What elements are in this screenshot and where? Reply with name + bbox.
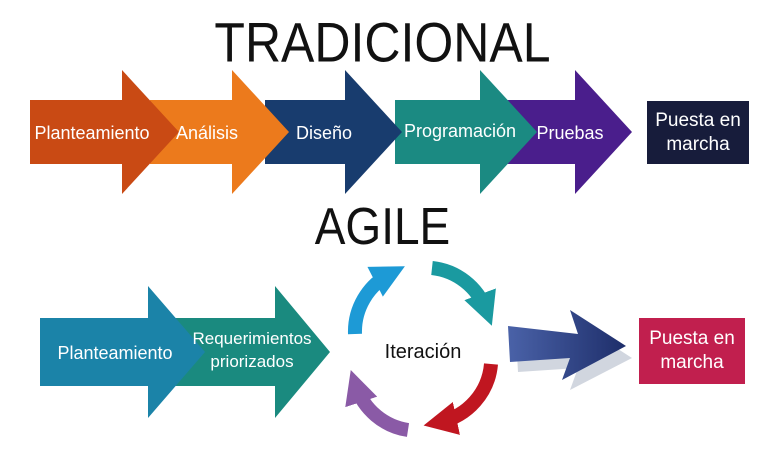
trad-step-label: Planteamiento bbox=[34, 123, 149, 143]
cycle-arc-blue bbox=[347, 266, 405, 335]
agile-final-line2: marcha bbox=[660, 352, 724, 373]
trad-arrow-5 bbox=[505, 70, 632, 194]
agile-title: AGILE bbox=[314, 197, 451, 256]
trad-final-box: Puesta en marcha bbox=[647, 101, 749, 164]
iteration-cycle: Iteración bbox=[345, 261, 498, 437]
trad-final-line1: Puesta en bbox=[655, 109, 741, 131]
agile-arrow-1 bbox=[40, 286, 205, 418]
traditional-flow: Planteamiento Análisis Diseño Programaci… bbox=[30, 70, 632, 194]
trad-step-label: Programación bbox=[404, 121, 516, 141]
agile-final-line1: Puesta en bbox=[649, 328, 735, 349]
traditional-title: TRADICIONAL bbox=[214, 11, 551, 74]
trad-arrow-3 bbox=[265, 70, 402, 194]
cycle-arc-teal bbox=[430, 261, 496, 326]
agile-step-label: Requerimientos bbox=[192, 329, 311, 348]
agile-step-label: priorizados bbox=[210, 352, 293, 371]
agile-flow: Planteamiento Requerimientos priorizados bbox=[40, 286, 330, 418]
agile-final-box: Puesta en marcha bbox=[639, 318, 745, 384]
output-arrow bbox=[508, 310, 626, 380]
trad-step-label: Análisis bbox=[176, 123, 238, 143]
agile-arrow-2 bbox=[172, 286, 330, 418]
trad-step-label: Diseño bbox=[296, 123, 352, 143]
agile-step-label: Planteamiento bbox=[57, 343, 172, 363]
trad-arrow-2 bbox=[150, 70, 289, 194]
agile-output-arrow bbox=[508, 310, 632, 390]
trad-final-line2: marcha bbox=[666, 133, 730, 155]
iteration-label: Iteración bbox=[385, 341, 462, 363]
trad-arrow-1 bbox=[30, 70, 179, 194]
trad-arrow-4 bbox=[395, 70, 537, 194]
cycle-arc-red bbox=[423, 363, 498, 435]
cycle-arc-purple bbox=[345, 370, 410, 437]
trad-step-label: Pruebas bbox=[536, 123, 603, 143]
